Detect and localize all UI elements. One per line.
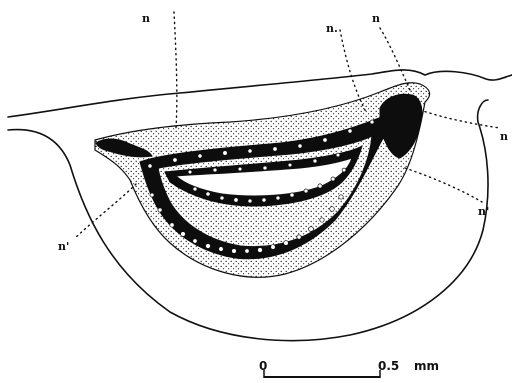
label-n-top-right: n: [372, 12, 380, 25]
scale-bar: 0 0.5 mm: [259, 359, 439, 378]
label-n-top-mid: n.: [326, 22, 338, 35]
label-n-prime-left: n': [58, 240, 69, 253]
scale-zero-label: 0: [259, 359, 267, 373]
label-n-prime-right: n': [478, 205, 489, 218]
scale-unit-label: mm: [414, 359, 439, 373]
scale-value-label: 0.5: [378, 359, 399, 373]
label-n-top-left: n: [142, 12, 150, 25]
upper-surface-line: [8, 70, 512, 117]
label-n-right: n: [500, 130, 508, 143]
